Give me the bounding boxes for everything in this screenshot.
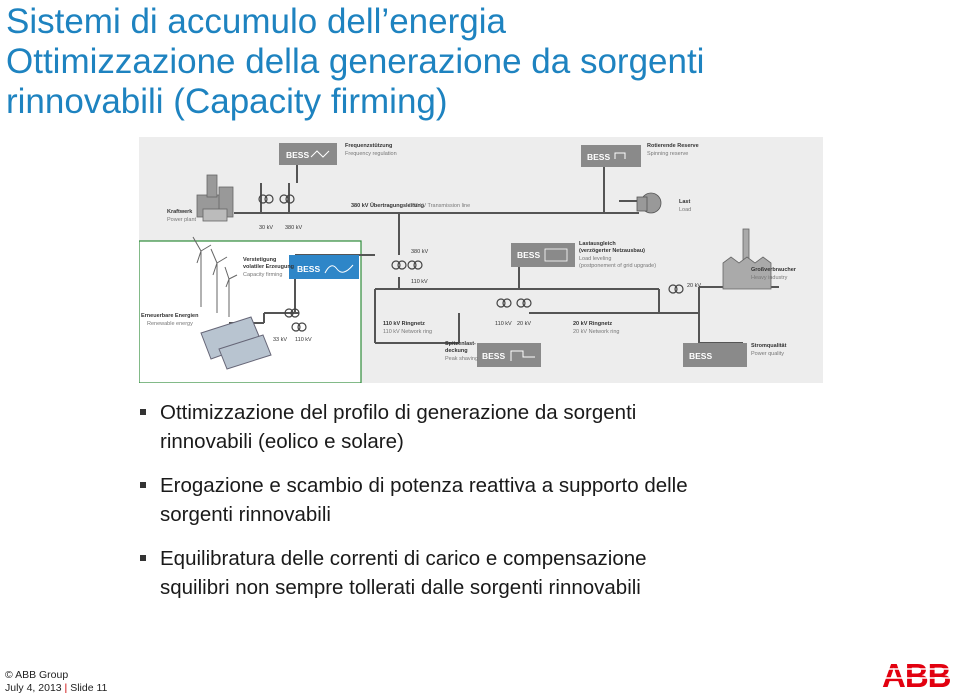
title-line-3: rinnovabili (Capacity firming)	[6, 82, 448, 121]
load-label-1: Lastausgleich	[579, 241, 616, 247]
peak-label-2: deckung	[445, 348, 468, 354]
last-sub: Load	[679, 207, 691, 213]
bess-peak-shaving-box: BESS	[477, 343, 541, 367]
wind-turbine-icons	[192, 236, 238, 317]
ring20-sub: 20 kV Network ring	[573, 329, 619, 335]
footer-separator: |	[64, 682, 68, 694]
bullet-item: Erogazione e scambio di potenza reattiva…	[140, 471, 920, 529]
ring20-label: 20 kV Ringnetz	[573, 321, 612, 327]
svg-text:BESS: BESS	[517, 250, 540, 260]
svg-text:BESS: BESS	[587, 152, 610, 162]
svg-text:BESS: BESS	[482, 351, 505, 361]
slide-footer: © ABB Group July 4, 2013 | Slide 11	[5, 669, 107, 695]
abb-logo: ABB	[882, 657, 954, 695]
bullet-item: Equilibratura delle correnti di carico e…	[140, 544, 920, 602]
transmission-label: 380 kV Übertragungsleitung	[351, 202, 424, 209]
load-sub-2: (postponement of grid upgrade)	[579, 263, 656, 269]
title-line-1: Sistemi di accumulo dell’energia	[6, 2, 506, 41]
renewable-sub: Renewable energy	[147, 321, 193, 327]
capacity-label-2: volatiler Erzeugung	[243, 264, 294, 270]
voltage-110kv-b: 110 kV	[295, 337, 312, 343]
kraftwerk-sub: Power plant	[167, 217, 197, 223]
capacity-label-1: Verstetigung	[243, 257, 276, 263]
peak-label-1: Spitzenlast-	[445, 341, 476, 347]
load-label-2: (verzögerter Netzausbau)	[579, 248, 645, 254]
bess-frequency-box: BESS	[279, 143, 337, 165]
load-sub-1: Load leveling	[579, 256, 611, 262]
bullet-line: rinnovabili (eolico e solare)	[160, 430, 404, 453]
bullet-line: Equilibratura delle correnti di carico e…	[160, 547, 647, 570]
bullet-item: Ottimizzazione del profilo di generazion…	[140, 398, 920, 456]
voltage-20kv-b: 20 kV	[517, 321, 531, 327]
footer-slide-number: Slide 11	[70, 682, 108, 694]
frequency-label: Frequenzstützung	[345, 143, 392, 149]
svg-text:BESS: BESS	[297, 264, 320, 274]
bullet-line: Erogazione e scambio di potenza reattiva…	[160, 474, 688, 497]
title-line-2: Ottimizzazione della generazione da sorg…	[6, 42, 705, 81]
peak-sub: Peak shaving	[445, 356, 478, 362]
bullet-list: Ottimizzazione del profilo di generazion…	[140, 398, 920, 617]
bess-spinning-box: BESS	[581, 145, 641, 167]
bullet-square-icon	[140, 482, 146, 488]
ring110-label: 110 kV Ringnetz	[383, 321, 425, 327]
voltage-110kv-c: 110 kV	[495, 321, 512, 327]
kraftwerk-label: Kraftwerk	[167, 209, 193, 215]
frequency-sub: Frequency regulation	[345, 151, 397, 157]
bess-capacity-box: BESS	[289, 255, 359, 279]
voltage-380kv-b: 380 kV	[411, 249, 428, 255]
quality-label: Stromqualität	[751, 343, 787, 349]
transmission-sub: 380 kV Transmission line	[409, 203, 470, 209]
last-label: Last	[679, 199, 690, 205]
industry-sub: Heavy industry	[751, 275, 788, 281]
voltage-30kv: 30 kV	[259, 225, 273, 231]
motor-icon	[636, 192, 662, 214]
factory-icon	[722, 228, 772, 290]
abb-logo-text: ABB	[882, 660, 951, 690]
bullet-square-icon	[140, 409, 146, 415]
solar-panels-icon	[200, 316, 272, 370]
svg-text:BESS: BESS	[286, 150, 309, 160]
bullet-line: sorgenti rinnovabili	[160, 503, 331, 526]
renewable-label: Erneuerbare Energien	[141, 313, 199, 319]
bullet-line: Ottimizzazione del profilo di generazion…	[160, 401, 637, 424]
slide-title: Sistemi di accumulo dell’energia Ottimiz…	[6, 2, 704, 122]
footer-date-line: July 4, 2013 | Slide 11	[5, 682, 107, 695]
energy-storage-diagram: BESS BESS BESS BESS BESS BESS	[138, 137, 823, 384]
bess-load-leveling-box: BESS	[511, 243, 575, 267]
industry-label: Großverbraucher	[751, 267, 797, 273]
quality-sub: Power quality	[751, 351, 784, 357]
voltage-110kv: 110 kV	[411, 279, 428, 285]
power-plant-icon	[196, 174, 234, 222]
voltage-33kv: 33 kV	[273, 337, 287, 343]
bess-power-quality-box: BESS	[683, 343, 747, 367]
svg-text:BESS: BESS	[689, 351, 712, 361]
footer-date: July 4, 2013	[5, 682, 62, 694]
footer-copyright: © ABB Group	[5, 669, 69, 681]
voltage-380kv: 380 kV	[285, 225, 302, 231]
spinning-sub: Spinning reserve	[647, 151, 688, 157]
capacity-sub: Capacity firming	[243, 272, 282, 278]
voltage-20kv: 20 kV	[687, 283, 701, 289]
spinning-label: Rotierende Reserve	[647, 143, 699, 149]
ring110-sub: 110 kV Network ring	[383, 329, 432, 335]
bullet-line: squilibri non sempre tollerati dalle sor…	[160, 576, 641, 599]
bullet-square-icon	[140, 555, 146, 561]
